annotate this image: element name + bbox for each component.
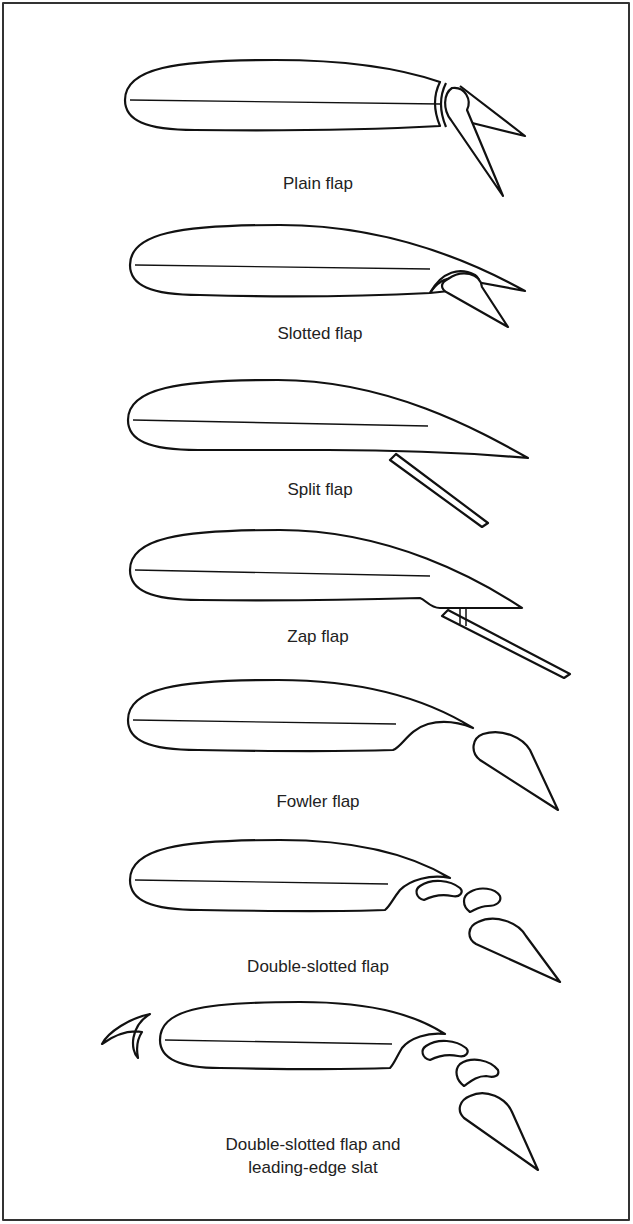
flap-label: Split flap	[287, 478, 352, 501]
frame-border	[3, 3, 629, 1220]
plain-flap-airfoil	[125, 60, 525, 196]
slotted-flap-airfoil	[130, 225, 525, 327]
flap-label: Double-slotted flap	[247, 955, 389, 978]
zap-flap-airfoil	[130, 530, 570, 678]
fowler-flap-airfoil	[128, 680, 558, 810]
split-flap-airfoil	[128, 380, 528, 527]
flap-label: Fowler flap	[276, 790, 359, 813]
flap-label: Double-slotted flap and leading-edge sla…	[223, 1133, 403, 1179]
flap-label: Zap flap	[287, 625, 348, 648]
double-slotted-flap-airfoil	[130, 840, 560, 982]
flap-label: Plain flap	[283, 172, 353, 195]
flap-label: Slotted flap	[277, 322, 362, 345]
